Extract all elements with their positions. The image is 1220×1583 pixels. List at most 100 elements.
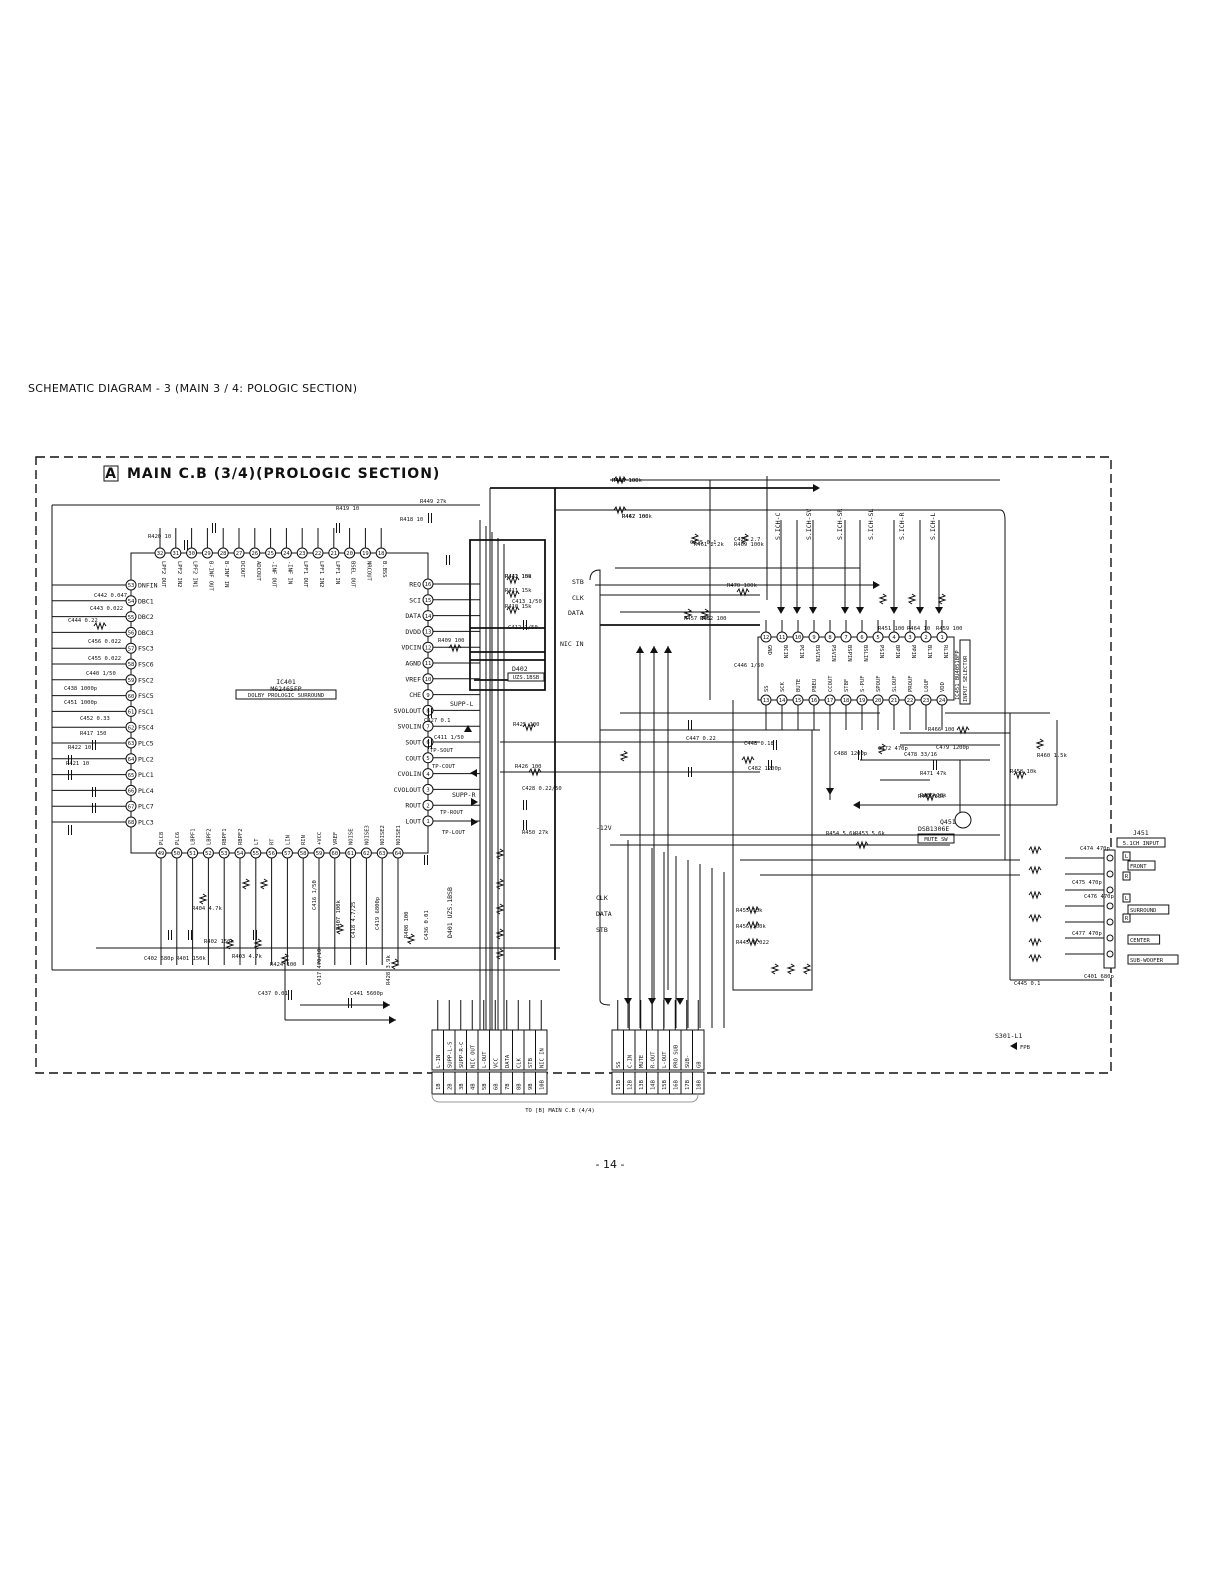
pin-number: 21 [891,698,898,704]
jack-terminal [1106,870,1114,878]
pin-number: 5 [876,635,879,641]
ic401-pin-name: LPF2 OUT [160,561,166,588]
component-label: R402 150k [204,939,234,945]
ic451-pin-name: PROUF [908,675,914,692]
ic401-pin-name: PLC1 [138,771,154,779]
component-label: C436 0.01 [424,910,430,940]
component-label: C440 1/50 [86,671,116,677]
component-label: C474 470p [1080,846,1110,852]
resistor [786,963,796,975]
resistor [613,505,627,515]
connector-b-num: 17B [685,1079,691,1090]
channel-input-label: S.ICH-SR [836,509,844,540]
component-label: R411 15k [505,588,532,594]
channel-input-label: S.ICH-C [774,513,782,540]
ic401-pin-name: SVOLIN [398,723,422,731]
component-label: R460 1.5k [1037,753,1067,759]
component-label: C401 680p [1084,974,1114,980]
resistor [613,475,627,485]
component-label: C441 5600p [350,991,383,997]
pin-number: 11 [425,661,432,667]
footer-ref: TO [B] MAIN C.B (4/4) [525,1108,595,1114]
connector-a-num: 10B [540,1079,546,1090]
page-number: - 14 - [595,1158,625,1171]
net-label-clk-2: CLK [596,894,608,902]
q451-ref: Q451 [940,818,956,826]
component-label: R426 100 [515,764,542,770]
resistor [956,725,970,735]
connector-b-signal: PRO SUB [674,1044,680,1068]
j451-side-mark: R [1125,916,1129,922]
component-label: C419 6800p [375,897,381,930]
diode-ref: D402 [512,665,528,673]
channel-input-label: S.ICH-SL [867,509,875,540]
component-label: C447 0.22 [686,736,716,742]
j451-side-box [1122,871,1131,881]
top-bus-corner [999,509,1006,860]
resistor [740,533,750,545]
connector-a-signal: SUPP-L-S [448,1042,454,1069]
pin-number: 2 [426,803,429,809]
ic401-body [130,552,429,854]
ic401-pin-name: LT [254,838,260,845]
pin-number: 22 [315,551,322,557]
ic401-pin-name: -INF IN [286,561,292,584]
ic401-pin-name: +VCC [317,832,323,845]
component-label: C425 0.1 [690,540,717,546]
resistor [495,903,505,915]
ic451-ref: IC451 BU4051BFP [955,650,961,700]
signal-arrow [841,607,849,614]
ic401-pin-name: VREF [405,675,421,683]
pin-number: 61 [347,851,354,857]
component-label: C443 0.022 [90,606,123,612]
net-label-nic-in: NIC IN [560,640,584,648]
pin-number: 12 [763,635,770,641]
component-label: C475 470p [1072,880,1102,886]
resistor [923,792,937,802]
diagram-title: MAIN C.B (3/4)(PROLOGIC SECTION) [127,466,440,482]
signal-arrow [873,581,880,589]
channel-input-label: S.ICH-L [929,513,937,540]
ic401-pin-name: CVOLOUT [394,786,421,794]
pin-number: 17 [827,698,834,704]
signal-arrow [826,788,834,795]
pin-number: 19 [859,698,866,704]
component-label: C455 0.022 [88,656,121,662]
pin-number: 56 [268,851,275,857]
resistor [746,920,760,930]
ic401-pin-name: FSC1 [138,708,154,716]
component-label: R445 0.022 [736,940,769,946]
resistor [770,963,780,975]
pin-number: 18 [843,698,850,704]
component-label: C428 0.22/50 [522,786,562,792]
loop-wire [732,700,813,991]
ic401-pin-name: PLC2 [138,755,154,763]
ic401-pin-name: LPF2 IN1 [192,561,198,588]
net-label-supp-r: SUPP-R [452,791,476,799]
pin-number: 57 [284,851,291,857]
component-label: R419 10 [336,506,359,512]
ic451-pin-name: BCIN [782,645,788,658]
component-label: C445 0.1 [1014,981,1041,987]
pin-number: 64 [395,851,402,857]
ic451-pin-name: SPOUF [876,675,882,692]
ic401-pin-name: FSC2 [138,676,154,684]
ic401-pin-name: DVDD [405,628,421,636]
component-label: R442 100 [622,514,649,520]
component-label: R453 5.6k [855,831,885,837]
resistor [746,937,760,947]
resistor [877,743,887,755]
connector-a-signal: DATA [505,1054,511,1068]
pin-number: 49 [158,851,165,857]
ic451-pin-name: SLOUF [892,675,898,692]
pin-number: 13 [763,698,770,704]
ic401-pin-name: NRCOUT [365,561,371,582]
resistor [855,840,869,850]
j451-side-box [1122,851,1131,861]
resistor [1028,937,1042,947]
resistor [506,575,520,585]
resistor [495,878,505,890]
ic401-pin-name: COUT [405,754,421,762]
jack-terminal [1106,886,1114,894]
signal-arrow [664,998,672,1005]
